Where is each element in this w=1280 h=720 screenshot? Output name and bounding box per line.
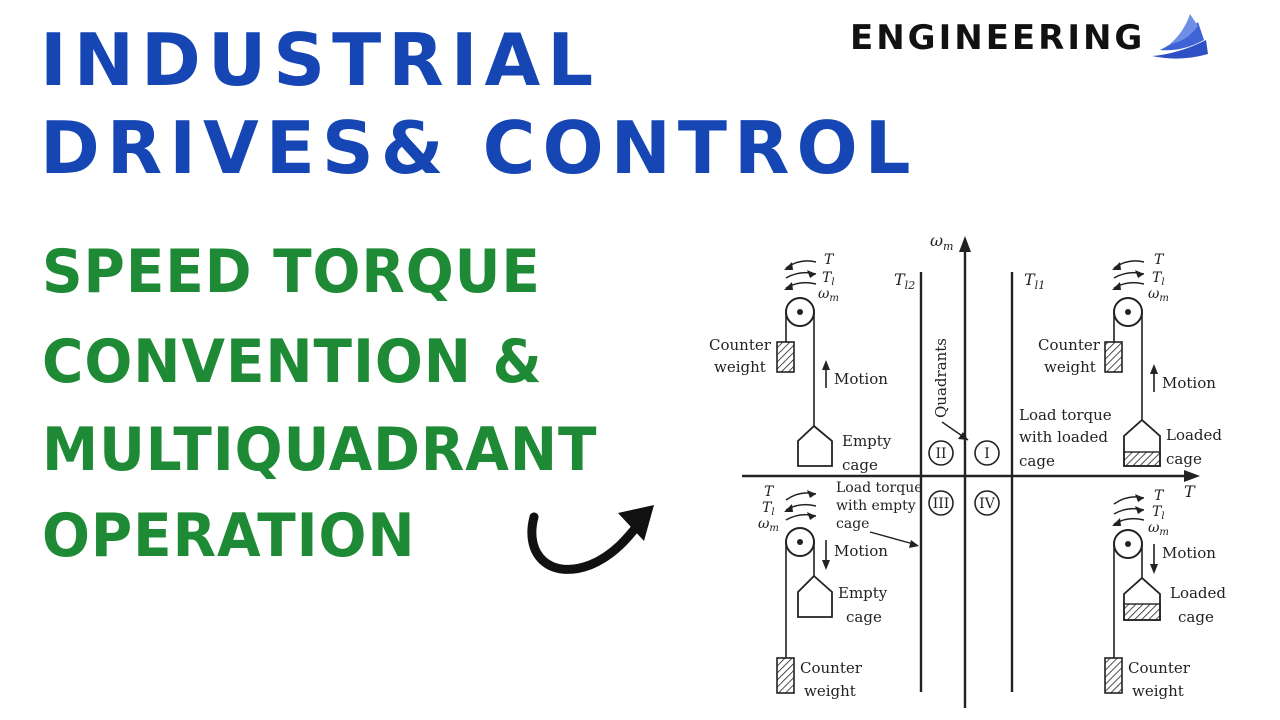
svg-text:T: T <box>1154 488 1165 504</box>
svg-text:Motion: Motion <box>834 542 888 560</box>
load-torque-empty-label: Load torque with empty cage <box>836 480 927 532</box>
speed-axis-label: ωm <box>930 231 953 253</box>
quadrant-2-badge <box>928 440 954 466</box>
svg-text:T: T <box>1154 252 1165 268</box>
svg-text:Tl: Tl <box>822 270 835 288</box>
title-line-1: INDUSTRIAL <box>40 18 601 102</box>
svg-text:Tl: Tl <box>1152 270 1165 288</box>
svg-text:T: T <box>824 252 835 268</box>
svg-text:II: II <box>935 446 946 462</box>
quadrants-label: Quadrants <box>932 338 950 418</box>
curved-arrow-icon <box>527 505 654 574</box>
title-line-2: DRIVES& CONTROL <box>40 106 918 190</box>
svg-text:IV: IV <box>979 496 996 512</box>
svg-text:ωm: ωm <box>1148 286 1169 304</box>
svg-text:Motion: Motion <box>834 370 888 388</box>
layered-wings-icon <box>1152 14 1208 59</box>
svg-text:I: I <box>984 446 990 462</box>
svg-text:Motion: Motion <box>1162 374 1216 392</box>
svg-text:ωm: ωm <box>1148 520 1169 538</box>
subtitle-line-1: SPEED TORQUE <box>42 237 541 307</box>
torque-axis-label: T <box>1184 482 1196 501</box>
svg-text:III: III <box>933 496 950 512</box>
speed-axis-arrow <box>959 236 971 252</box>
quadrant-4-badge <box>974 490 1000 516</box>
subtitle-line-4: OPERATION <box>42 501 416 571</box>
torque-axis-arrow <box>1184 470 1200 482</box>
load-torque-loaded-label: Load torque with loaded cage <box>1019 406 1116 470</box>
svg-text:T: T <box>764 484 775 500</box>
svg-text:Tl: Tl <box>1152 504 1165 522</box>
quadrant-3-badge <box>928 490 954 516</box>
svg-text:Tl: Tl <box>762 500 775 518</box>
svg-text:Motion: Motion <box>1162 544 1216 562</box>
quadrant-1-badge <box>974 440 1000 466</box>
subtitle-line-3: MULTIQUADRANT <box>42 415 598 485</box>
tl1-label: Tl1 <box>1024 270 1045 292</box>
subtitle-line-2: CONVENTION & <box>42 327 543 397</box>
svg-text:ωm: ωm <box>758 516 779 534</box>
tl2-label: Tl2 <box>894 270 915 292</box>
svg-text:ωm: ωm <box>818 286 839 304</box>
brand-name: ENGINEERING <box>850 18 1146 58</box>
